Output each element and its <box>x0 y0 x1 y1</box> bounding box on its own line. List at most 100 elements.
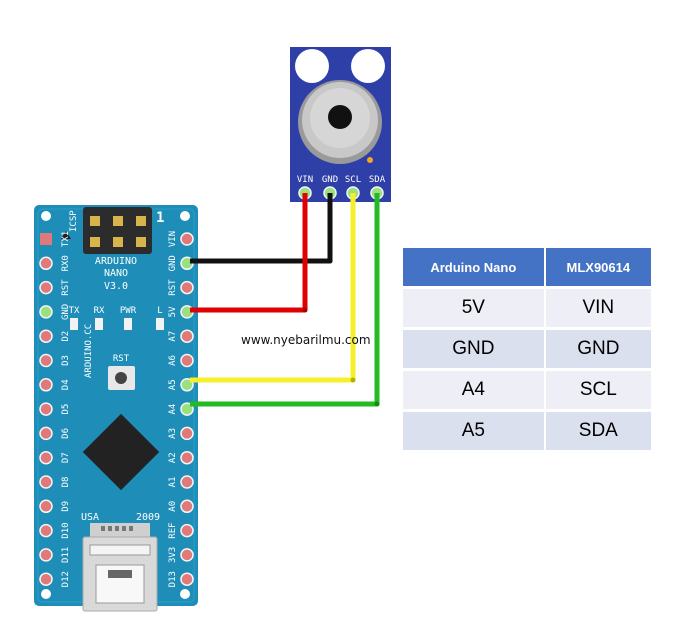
table-row: A4 SCL <box>403 368 651 409</box>
header-pin <box>180 426 194 441</box>
arduino-pcb <box>34 205 198 606</box>
mount-hole <box>180 211 190 221</box>
mount-hole <box>41 589 51 599</box>
table-cell: SDA <box>543 409 651 450</box>
pin-label-a0: A0 <box>168 501 178 512</box>
pin-label-d10: D10 <box>61 522 71 538</box>
usa-label: USA <box>81 512 99 523</box>
sensor-pin-label-vin: VIN <box>297 175 313 185</box>
pin-1-square <box>40 233 52 245</box>
table-header-row: Arduino Nano MLX90614 <box>403 248 651 286</box>
pin-label-d13: D13 <box>168 571 178 587</box>
header-pin <box>39 402 53 416</box>
header-pin <box>180 329 194 343</box>
pin-label-d9: D9 <box>61 501 71 512</box>
header-pin <box>39 426 53 441</box>
header-pin <box>180 280 194 295</box>
header-pin <box>180 572 194 586</box>
watermark: www.nyebarilmu.com <box>241 333 371 347</box>
header-pin <box>39 305 53 319</box>
led-label: L <box>157 306 162 316</box>
icsp-pin <box>90 237 100 247</box>
board-vertical-label: ARDUINO.CC <box>84 324 94 378</box>
reset-button <box>115 372 127 384</box>
pin-label-a7: A7 <box>168 331 178 342</box>
table-row: A5 SDA <box>403 409 651 450</box>
led-l <box>156 318 164 330</box>
table-header-sensor: MLX90614 <box>543 248 651 286</box>
led-label: RX <box>94 306 105 316</box>
pin1-arrow <box>61 231 71 239</box>
board-name-line2: NANO <box>104 268 128 279</box>
pin-label-3v3: 3V3 <box>168 547 178 563</box>
wire-joint <box>327 258 333 264</box>
pin-label-a4: A4 <box>168 404 178 415</box>
header-pin <box>39 499 53 514</box>
header-pin <box>180 232 194 246</box>
pin-label-a6: A6 <box>168 355 178 366</box>
wire-gnd <box>190 193 333 264</box>
pin-label-a1: A1 <box>168 477 178 488</box>
pin-label-d3: D3 <box>61 355 71 366</box>
sensor-lens <box>328 105 352 129</box>
pin-label-tx1: TX1 <box>61 231 71 247</box>
pin-label-gnd: GND <box>168 255 178 271</box>
pin-label-vin: VIN <box>168 231 178 247</box>
pin-label-d12: D12 <box>61 571 71 587</box>
led-label: PWR <box>120 306 137 316</box>
table-cell: A5 <box>403 409 544 450</box>
header-number: 1 <box>156 210 164 226</box>
year-label: 2009 <box>136 512 160 523</box>
icsp-pins <box>40 216 146 247</box>
wire-5v-vin <box>190 193 308 313</box>
table-cell: GND <box>543 327 651 368</box>
header-pin <box>39 548 53 562</box>
mount-hole <box>295 49 329 83</box>
reset-label: RST <box>113 354 130 364</box>
header-pin <box>39 572 53 586</box>
icsp-pin <box>136 237 146 247</box>
wire-joint <box>302 307 308 313</box>
pin-label-a2: A2 <box>168 452 178 463</box>
header-pin <box>39 523 53 538</box>
icsp-pin <box>113 237 123 247</box>
icsp-pin <box>136 216 146 226</box>
mount-hole <box>180 589 190 599</box>
table-cell: A4 <box>403 368 544 409</box>
mount-hole <box>41 211 51 221</box>
pin-label-a5: A5 <box>168 379 178 390</box>
sensor-pin-label-sda: SDA <box>369 175 386 185</box>
led-tx <box>70 318 78 330</box>
mount-hole <box>351 49 385 83</box>
table-header-arduino: Arduino Nano <box>403 248 544 286</box>
pin-label-d8: D8 <box>61 477 71 488</box>
header-pin <box>180 450 194 465</box>
led-pwr <box>124 318 132 330</box>
wire-a4-sda <box>190 193 380 407</box>
header-pin <box>180 499 194 514</box>
led-rx <box>95 318 103 330</box>
pin-label-a3: A3 <box>168 428 178 439</box>
pin-label-gnd: GND <box>61 304 71 320</box>
header-pin <box>39 280 53 295</box>
icsp-pin <box>113 216 123 226</box>
usb-connector <box>82 523 158 612</box>
wires <box>190 193 380 407</box>
wire-joint <box>374 401 380 407</box>
table-row: 5V VIN <box>403 286 651 327</box>
sensor-pin-label-scl: SCL <box>345 175 361 185</box>
icsp-label: ICSP <box>69 210 79 232</box>
header-pin <box>39 378 53 392</box>
pin-label-d6: D6 <box>61 428 71 439</box>
pin-label-d7: D7 <box>61 452 71 463</box>
header-pin <box>180 548 194 562</box>
sensor-pin-label-gnd: GND <box>322 175 338 185</box>
board-name-line1: ARDUINO <box>95 256 137 267</box>
header-pin <box>39 475 53 489</box>
header-pin <box>180 353 194 368</box>
header-pin <box>39 353 53 368</box>
